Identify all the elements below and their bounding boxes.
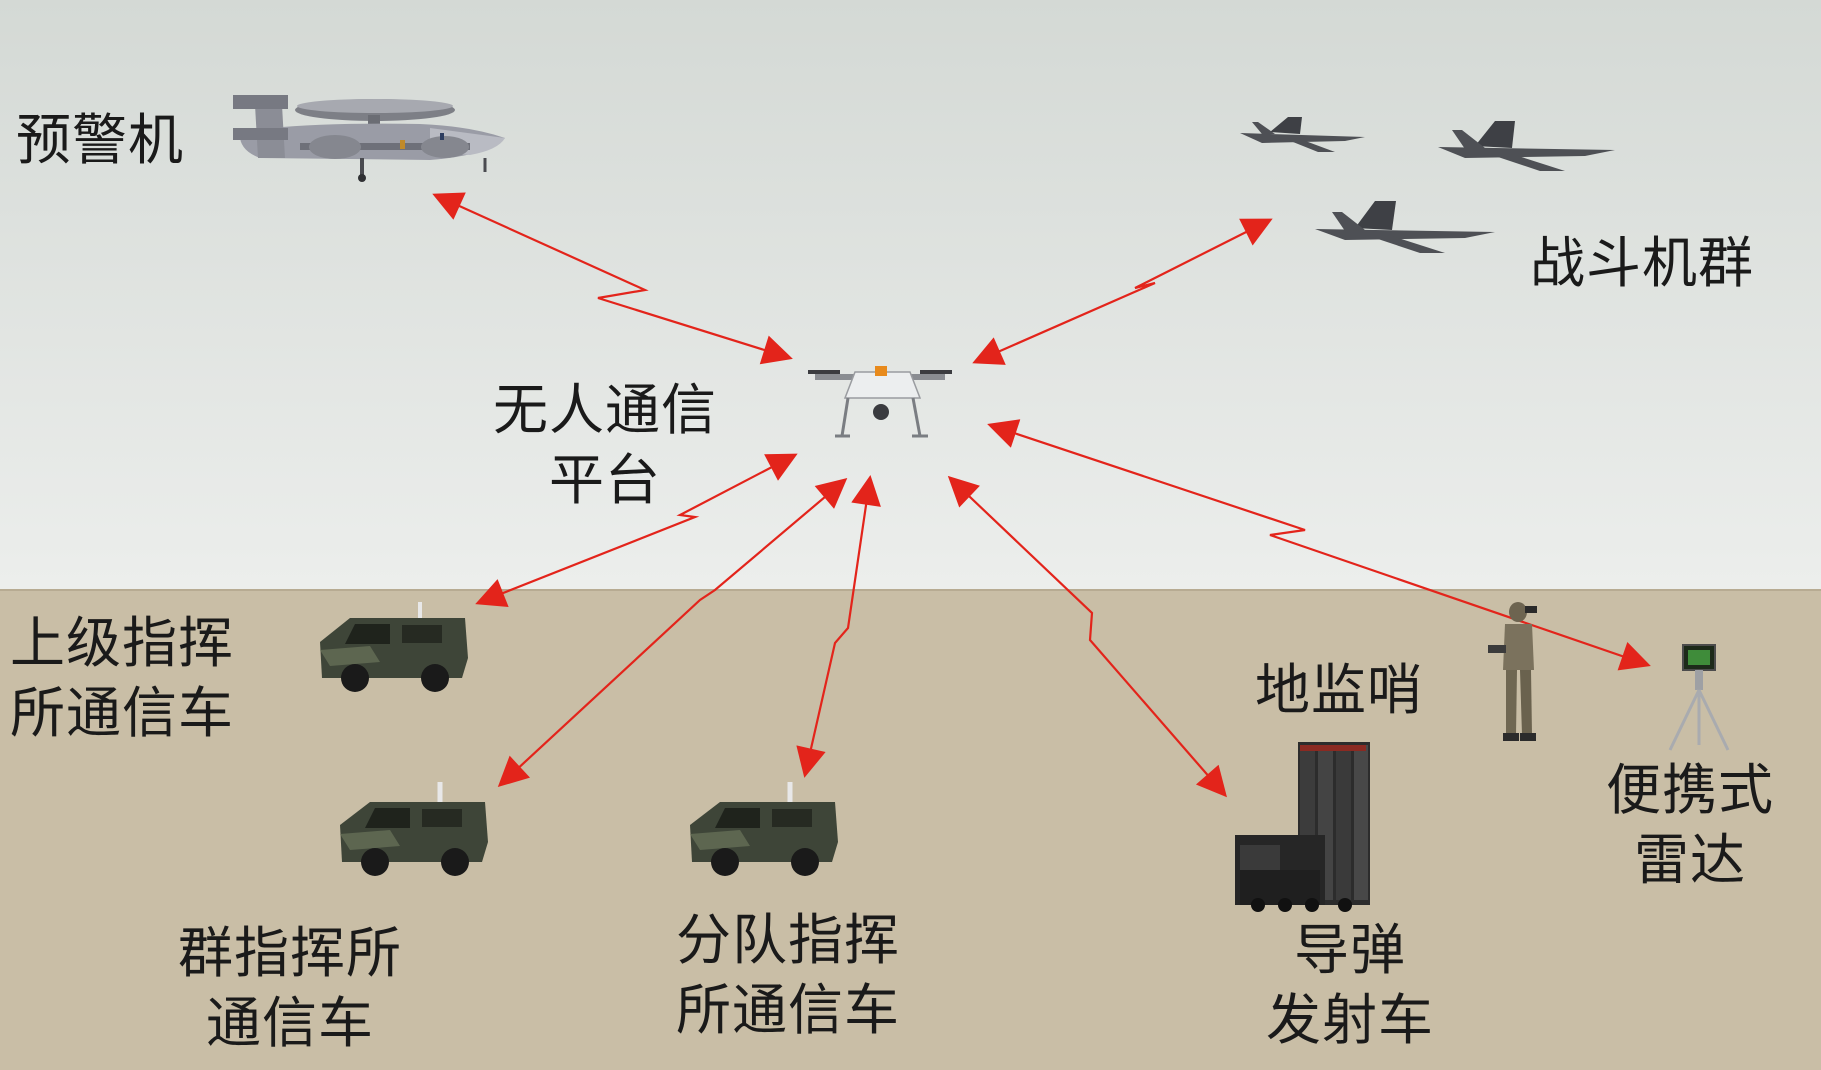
label-group-cmd: 群指挥所 通信车 <box>150 918 430 1058</box>
label-missile-launcher-line1: 导弹 <box>1293 918 1406 982</box>
label-portable-radar: 便携式 雷达 <box>1570 755 1810 895</box>
soldier-icon <box>1488 602 1537 741</box>
label-missile-launcher: 导弹 发射车 <box>1230 915 1470 1055</box>
drone-icon <box>808 366 952 438</box>
label-fighters: 战斗机群 <box>1530 231 1755 295</box>
military-vehicle-icon <box>690 782 838 876</box>
label-superior-cmd-line1: 上级指挥 <box>10 611 235 675</box>
link-radar <box>987 419 1651 671</box>
label-portable-radar-line2: 雷达 <box>1633 828 1746 892</box>
link-awacs <box>432 192 793 365</box>
label-superior-cmd: 上级指挥 所通信车 <box>10 608 234 748</box>
label-squad-cmd-line1: 分队指挥 <box>675 908 900 972</box>
label-superior-cmd-line2: 所通信车 <box>10 681 235 745</box>
label-uav-platform: 无人通信 平台 <box>470 375 740 515</box>
missile-launcher-icon <box>1235 742 1370 912</box>
label-ground-sentry: 地监哨 <box>1255 658 1424 722</box>
military-vehicle-icon <box>320 602 468 692</box>
link-group-cmd <box>497 478 848 788</box>
tripod-radar-icon <box>1668 644 1730 751</box>
fighter-jet-icon <box>1240 117 1365 152</box>
label-squad-cmd-line2: 所通信车 <box>675 978 900 1042</box>
fighter-jet-icon <box>1315 201 1495 253</box>
fighter-jet-group <box>1240 117 1615 253</box>
label-group-cmd-line2: 通信车 <box>205 991 374 1055</box>
label-squad-cmd: 分队指挥 所通信车 <box>648 905 928 1045</box>
label-awacs: 预警机 <box>16 108 185 172</box>
label-uav-platform-line1: 无人通信 <box>492 378 717 442</box>
military-vehicle-icon <box>340 782 488 876</box>
label-portable-radar-line1: 便携式 <box>1605 758 1774 822</box>
comm-links <box>432 192 1651 798</box>
label-group-cmd-line1: 群指挥所 <box>177 921 402 985</box>
awacs-aircraft-icon <box>233 95 506 182</box>
label-missile-launcher-line2: 发射车 <box>1265 988 1434 1052</box>
label-uav-platform-line2: 平台 <box>548 448 661 512</box>
link-squad-cmd <box>796 475 881 778</box>
link-fighters <box>972 218 1273 365</box>
fighter-jet-icon <box>1438 121 1615 171</box>
